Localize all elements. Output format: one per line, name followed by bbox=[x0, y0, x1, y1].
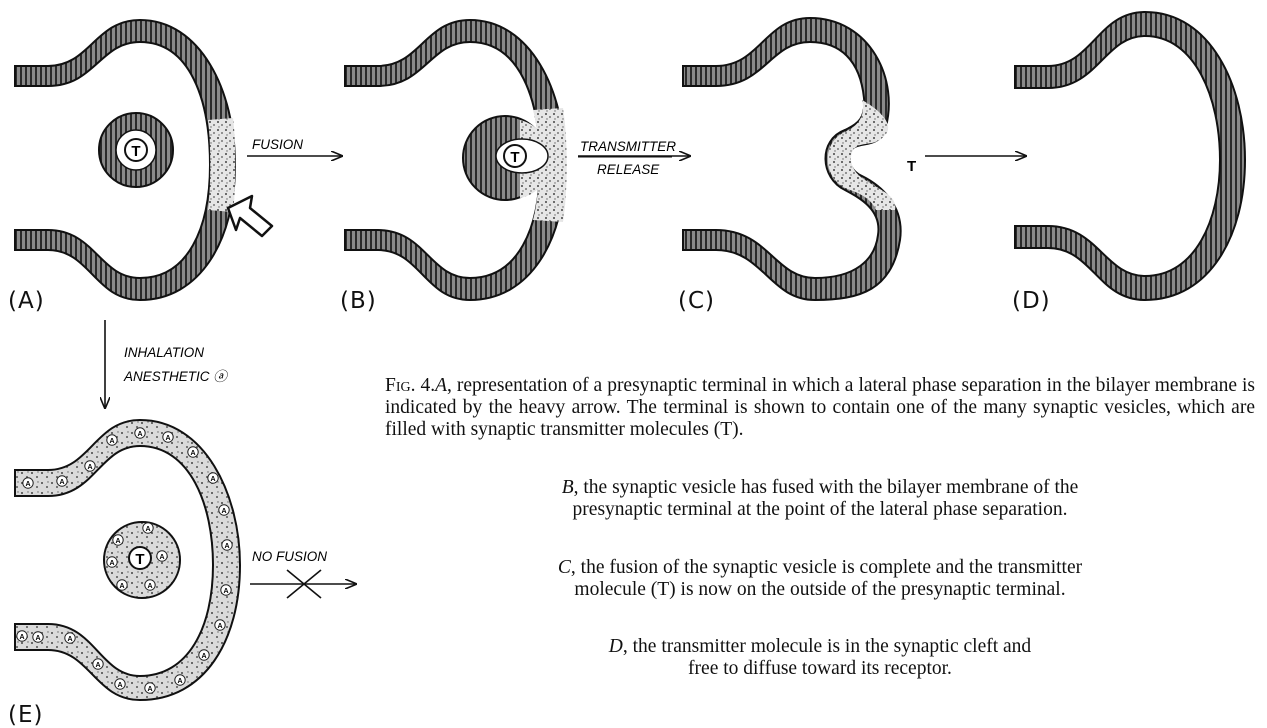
anesthetic-molecule-label: A bbox=[201, 653, 206, 660]
anesthetic-molecule-label: A bbox=[165, 435, 170, 442]
anesthetic-molecule-label: A bbox=[59, 479, 64, 486]
anesthetic-molecule-label: A bbox=[217, 623, 222, 630]
anesthetic-molecule-label: A bbox=[159, 554, 164, 561]
caption-c-line1: , the fusion of the synaptic vesicle is … bbox=[571, 557, 1082, 578]
anesthetic-molecule-label: A bbox=[210, 476, 215, 483]
caption-d-line2: free to diffuse toward its receptor. bbox=[390, 658, 1250, 680]
fusion-label: FUSION bbox=[252, 137, 303, 152]
anesthetic-molecule-label: A bbox=[137, 431, 142, 438]
caption-d-line1: , the transmitter molecule is in the syn… bbox=[623, 636, 1031, 657]
anesthetic-molecule-label: A bbox=[177, 678, 182, 685]
phase-separation-region-a bbox=[208, 118, 235, 212]
anesthetic-molecule-label: A bbox=[117, 682, 122, 689]
anesthetic-molecule-label: A bbox=[35, 635, 40, 642]
anesthetic-molecule-label: A bbox=[109, 560, 114, 567]
panel-label-b: (B) bbox=[340, 288, 377, 314]
no-fusion-label: NO FUSION bbox=[252, 549, 327, 564]
caption-b: B, the synaptic vesicle has fused with t… bbox=[390, 477, 1250, 521]
anesthetic-molecule-label: A bbox=[147, 583, 152, 590]
anesthetic-molecule-label: A bbox=[95, 662, 100, 669]
panel-label-e: (E) bbox=[8, 702, 43, 728]
anesthetic-molecule-label: A bbox=[115, 538, 120, 545]
anesthetic-molecule-label: A bbox=[67, 636, 72, 643]
heavy-arrow-icon bbox=[228, 196, 272, 236]
release-label: RELEASE bbox=[597, 162, 660, 177]
anesthetic-molecule-label: A bbox=[224, 543, 229, 550]
inhalation-label: INHALATION bbox=[124, 345, 204, 360]
anesthetic-molecule-label: A bbox=[147, 686, 152, 693]
panel-label-d: (D) bbox=[1012, 288, 1051, 314]
figure-panel-letter: A bbox=[435, 375, 447, 396]
terminal-membrane-d bbox=[1015, 12, 1245, 300]
figure-number: Fig. 4. bbox=[385, 375, 435, 396]
anesthetic-label: ANESTHETIC ⓐ bbox=[123, 369, 229, 384]
panel-d bbox=[1015, 12, 1245, 300]
panel-c: T bbox=[683, 18, 916, 300]
anesthetic-molecule-label: A bbox=[223, 588, 228, 595]
transmitter-label-a: T bbox=[131, 143, 140, 160]
caption-c-letter: C bbox=[558, 557, 571, 578]
transmitter-label: TRANSMITTER bbox=[580, 139, 676, 154]
anesthetic-molecule-label: A bbox=[145, 526, 150, 533]
caption-b-line2: presynaptic terminal at the point of the… bbox=[390, 499, 1250, 521]
anesthetic-molecule-label: A bbox=[221, 508, 226, 515]
caption-c-line2: molecule (T) is now on the outside of th… bbox=[390, 579, 1250, 601]
anesthetic-molecule-label: A bbox=[190, 450, 195, 457]
transmitter-label-b: T bbox=[510, 149, 519, 166]
anesthetic-molecule-label: A bbox=[119, 583, 124, 590]
caption-d: D, the transmitter molecule is in the sy… bbox=[390, 636, 1250, 680]
anesthetic-molecule-label: A bbox=[19, 634, 24, 641]
figure-caption-text: , representation of a presynaptic termin… bbox=[385, 375, 1255, 440]
transmitter-label-e: T bbox=[135, 551, 144, 568]
terminal-membrane-c bbox=[683, 18, 901, 300]
panel-a: T bbox=[15, 20, 272, 300]
caption-b-line1: , the synaptic vesicle has fused with th… bbox=[574, 477, 1079, 498]
anesthetic-molecule-label: A bbox=[87, 464, 92, 471]
caption-c: C, the fusion of the synaptic vesicle is… bbox=[390, 557, 1250, 601]
anesthetic-molecule-label: A bbox=[25, 481, 30, 488]
panel-b: T bbox=[345, 20, 567, 300]
caption-b-letter: B bbox=[562, 477, 574, 498]
panel-e: T A A A A A A A A A A A A A A A A A A A A A A A A A A bbox=[15, 420, 240, 700]
panel-label-a: (A) bbox=[8, 288, 45, 314]
caption-d-letter: D bbox=[609, 636, 623, 657]
anesthetic-molecule-label: A bbox=[109, 438, 114, 445]
panel-label-c: (C) bbox=[678, 288, 715, 314]
figure-caption-main: Fig. 4.A, representation of a presynapti… bbox=[385, 375, 1255, 441]
transmitter-label-c: T bbox=[907, 158, 916, 175]
